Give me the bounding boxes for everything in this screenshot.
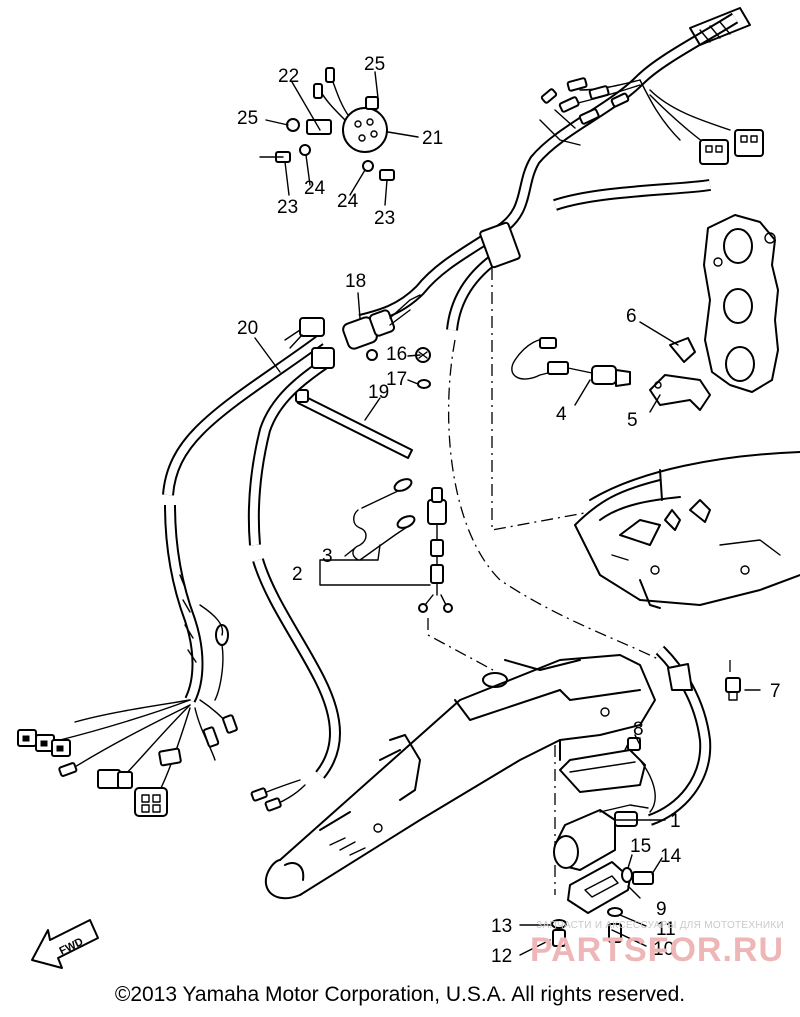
main-wire-harness — [358, 7, 751, 331]
watermark-brand: PARTSFOR.RU — [529, 931, 784, 969]
callout-9: 9 — [656, 899, 667, 920]
callout-23-left: 23 — [277, 197, 298, 218]
callout-12: 12 — [491, 946, 512, 967]
upper-harness-connectors — [539, 77, 764, 165]
callout-2: 2 — [292, 564, 303, 585]
callout-24-right: 24 — [337, 191, 359, 212]
callout-10: 10 — [653, 939, 674, 960]
switch-1 — [553, 759, 656, 871]
bottom-cowling-outline — [574, 451, 800, 609]
callout-4: 4 — [556, 404, 567, 425]
callout-16: 16 — [386, 344, 407, 365]
callout-11: 11 — [656, 919, 676, 940]
harness-20 — [162, 317, 341, 779]
bolt-7 — [725, 677, 741, 701]
callout-leaders — [254, 71, 761, 956]
callout-19: 19 — [368, 382, 389, 403]
callout-18: 18 — [345, 271, 366, 292]
leader-lines — [427, 268, 731, 895]
tiller-handle — [264, 654, 656, 900]
watermark-subtitle: ЗАПЧАСТИ И АКСЕССУАРЫ ДЛЯ МОТОТЕХНИКИ — [536, 920, 784, 931]
fasteners-10-to-15 — [551, 867, 654, 947]
cable-tie-19 — [295, 389, 413, 459]
copyright-notice: ©2013 Yamaha Motor Corporation, U.S.A. A… — [114, 983, 686, 1006]
sensor-4 — [511, 337, 631, 387]
callout-22: 22 — [278, 66, 299, 87]
callout-20: 20 — [237, 318, 258, 339]
lower-cable-to-switch-1 — [647, 645, 712, 826]
switch-assembly-21-group — [259, 67, 395, 181]
cylinder-head-outline — [703, 214, 779, 393]
callout-13: 13 — [491, 916, 512, 937]
callout-5: 5 — [627, 410, 638, 431]
callout-1: 1 — [670, 811, 681, 832]
callout-17: 17 — [386, 369, 407, 390]
callout-25-left: 25 — [237, 108, 258, 129]
bracket-5-clip-6 — [649, 337, 711, 411]
bracket-9 — [567, 861, 631, 914]
switch-2-and-leads-3 — [352, 478, 453, 613]
callout-6: 6 — [626, 306, 637, 327]
callout-24-left: 24 — [304, 178, 326, 199]
lower-left-connectors — [17, 699, 306, 817]
callout-7: 7 — [770, 681, 781, 702]
connector-18 — [342, 294, 421, 361]
callout-21: 21 — [422, 128, 443, 149]
callout-numbers: 1 2 3 4 5 6 7 8 9 10 11 12 13 14 15 16 1… — [237, 54, 781, 967]
callout-8: 8 — [633, 719, 644, 740]
forward-direction-arrow: FWD — [31, 919, 99, 969]
callout-23-right: 23 — [374, 208, 395, 229]
callout-3: 3 — [322, 546, 333, 567]
callout-15: 15 — [630, 836, 651, 857]
callout-25-right: 25 — [364, 54, 385, 75]
cover-8 — [559, 737, 646, 793]
bolt-16-washer-17 — [415, 347, 431, 389]
callout-14: 14 — [660, 846, 682, 867]
